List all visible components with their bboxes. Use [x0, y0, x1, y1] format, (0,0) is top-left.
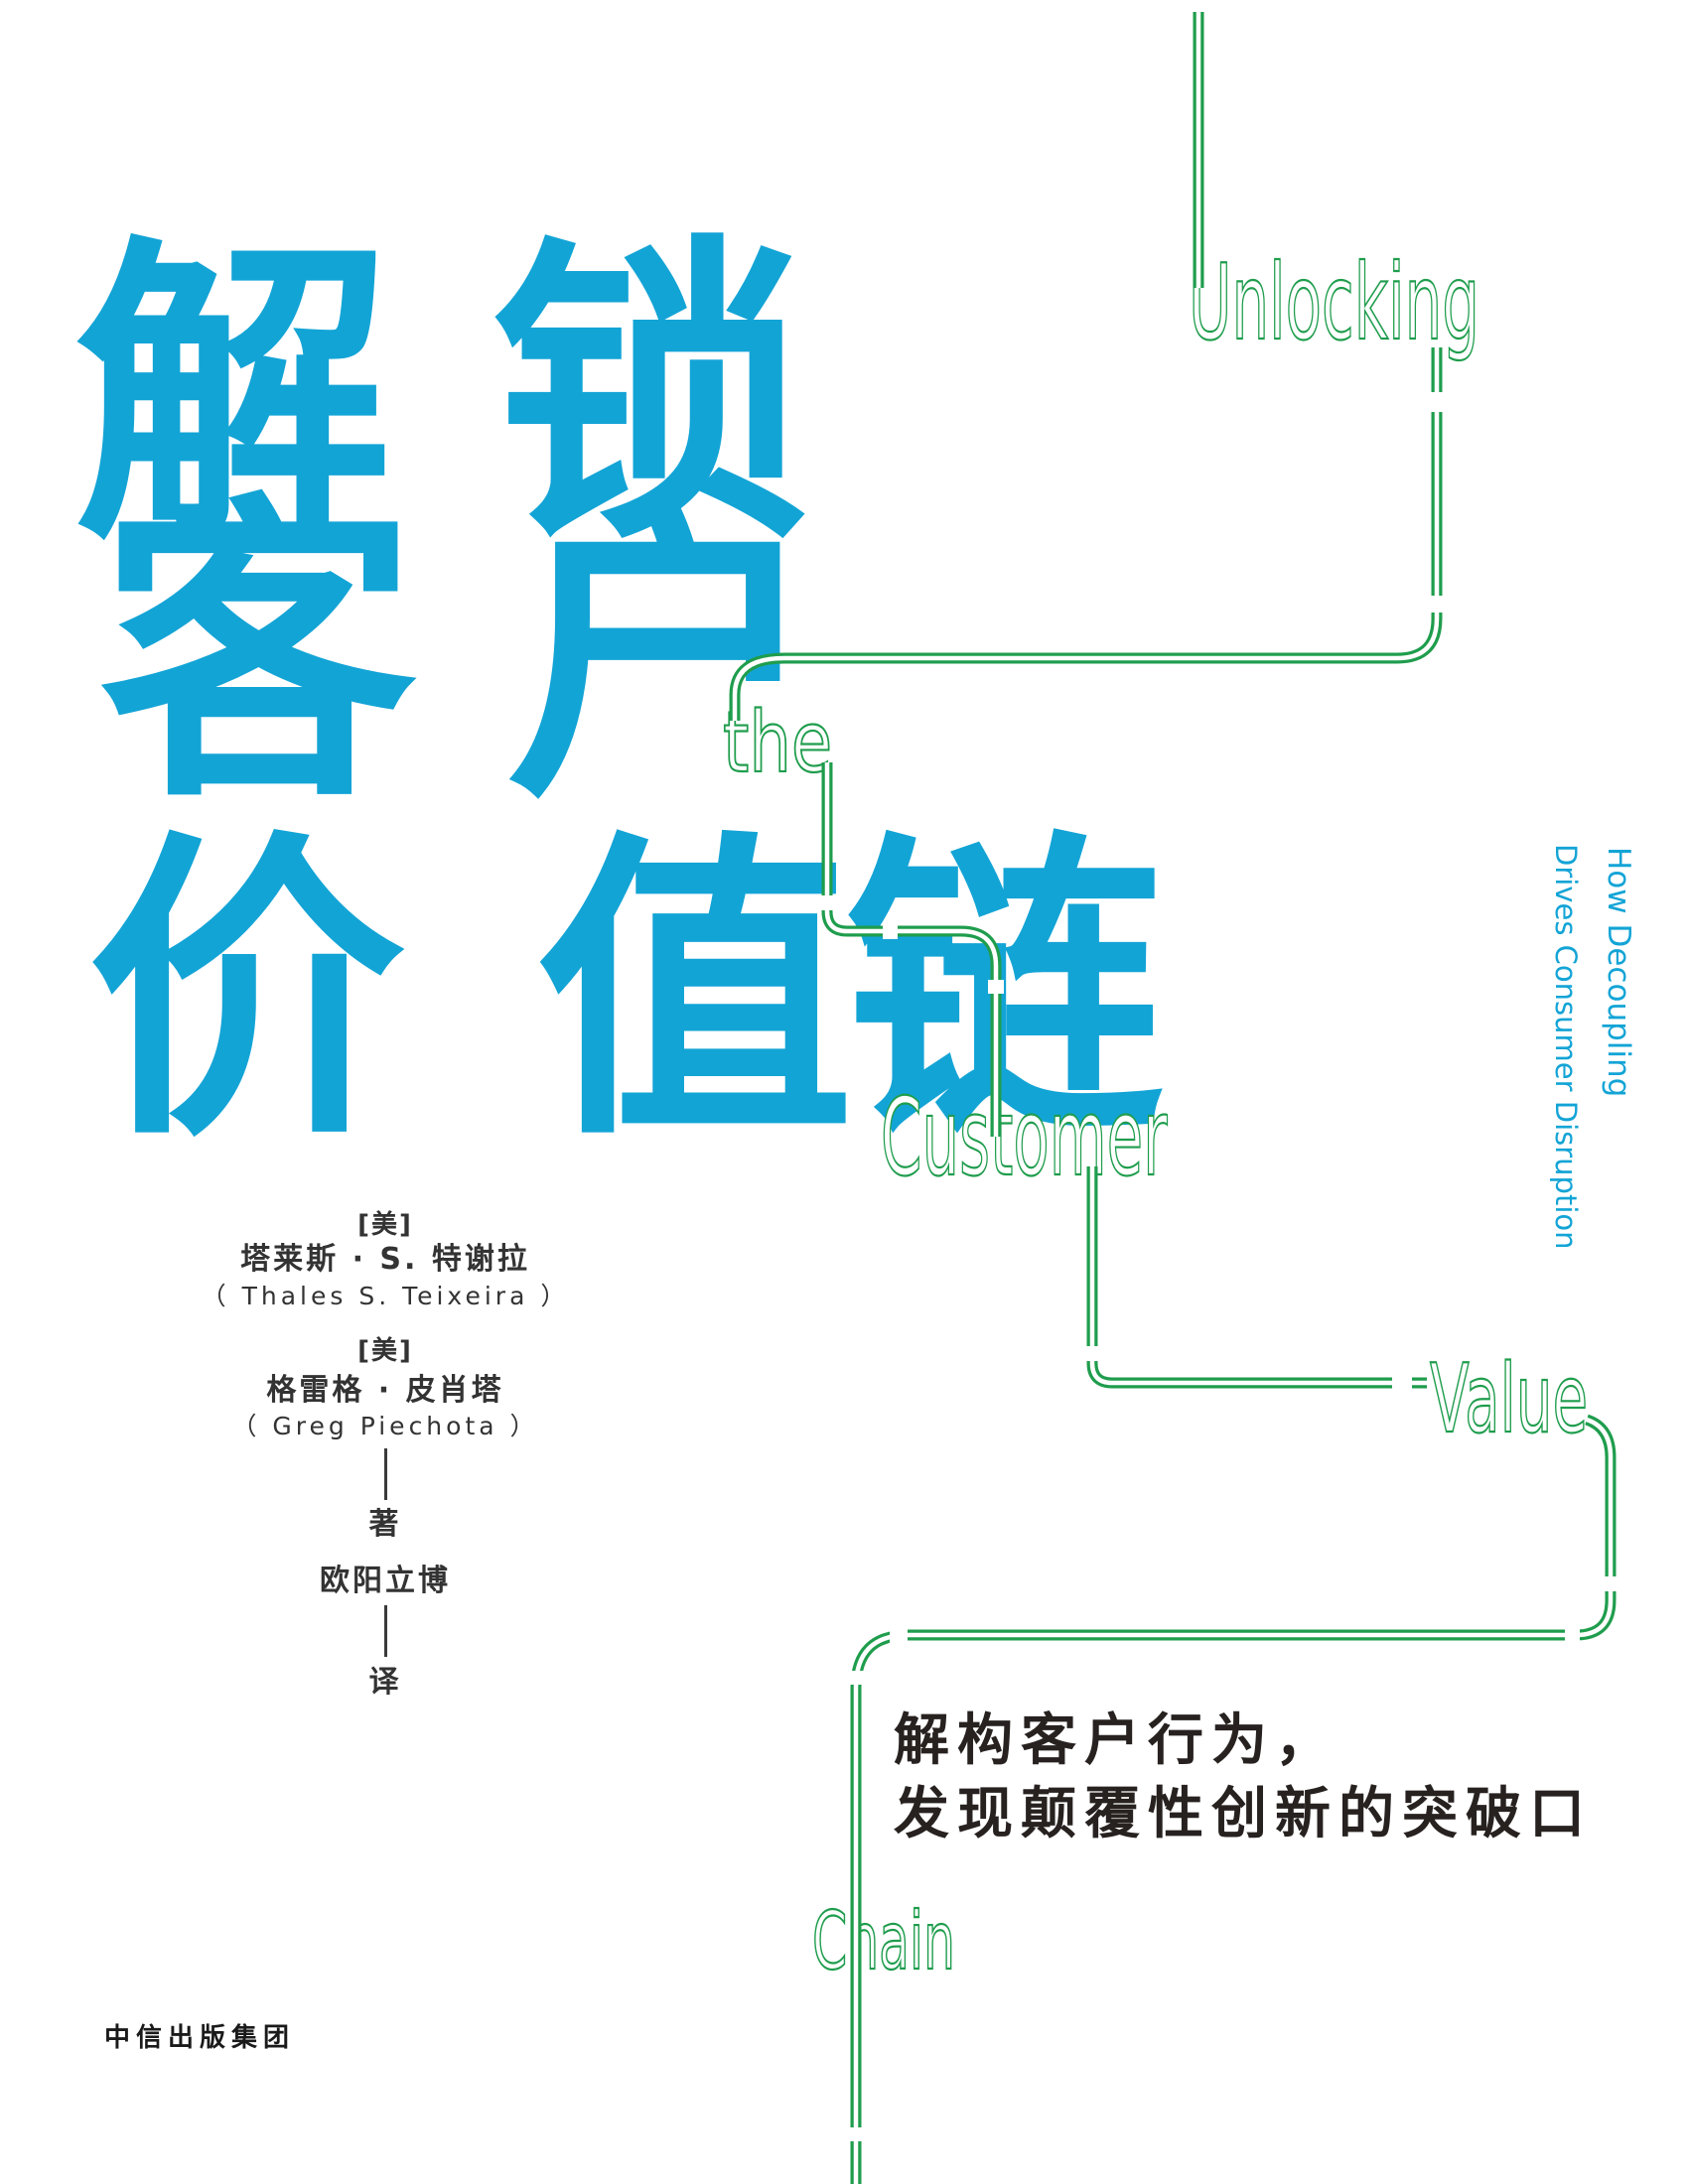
- author1-name-cn: 塔莱斯 · S. 特谢拉: [240, 1242, 530, 1277]
- author2-name-en: （ Greg Piechota ）: [231, 1412, 539, 1440]
- publisher-name: 中信出版集团: [104, 2023, 296, 2053]
- title-en-chain: Chain: [811, 1895, 955, 1987]
- divider-bar: [384, 1605, 387, 1657]
- author1-nationality: [美]: [357, 1210, 413, 1240]
- author2-nationality: [美]: [357, 1336, 413, 1366]
- title-char-ke: 客: [99, 471, 417, 840]
- title-en-value: Value: [1429, 1345, 1589, 1454]
- author1-name-en: （ Thales S. Teixeira ）: [201, 1282, 570, 1310]
- title-char-jia: 价: [87, 808, 405, 1177]
- subtitle-line1: 解构客户行为，: [894, 1708, 1338, 1773]
- subtitle-line2: 发现颠覆性创新的突破口: [894, 1782, 1593, 1846]
- title-char-jie: 解: [74, 212, 392, 582]
- side-tagline-line1: How Decoupling: [1601, 847, 1636, 1098]
- translator-name: 欧阳立博: [320, 1564, 451, 1598]
- title-en-customer: Customer: [880, 1076, 1168, 1200]
- title-char-zhi: 值: [536, 808, 854, 1177]
- role-author-label: 著: [368, 1507, 402, 1542]
- title-en-unlocking: Unlocking: [1188, 242, 1480, 363]
- author2-name-cn: 格雷格 · 皮肖塔: [266, 1373, 504, 1408]
- title-en-the: the: [722, 694, 833, 792]
- divider-bar: [384, 1448, 387, 1500]
- side-tagline-line2: Drives Consumer Disruption: [1549, 844, 1583, 1250]
- role-translator-label: 译: [368, 1665, 402, 1700]
